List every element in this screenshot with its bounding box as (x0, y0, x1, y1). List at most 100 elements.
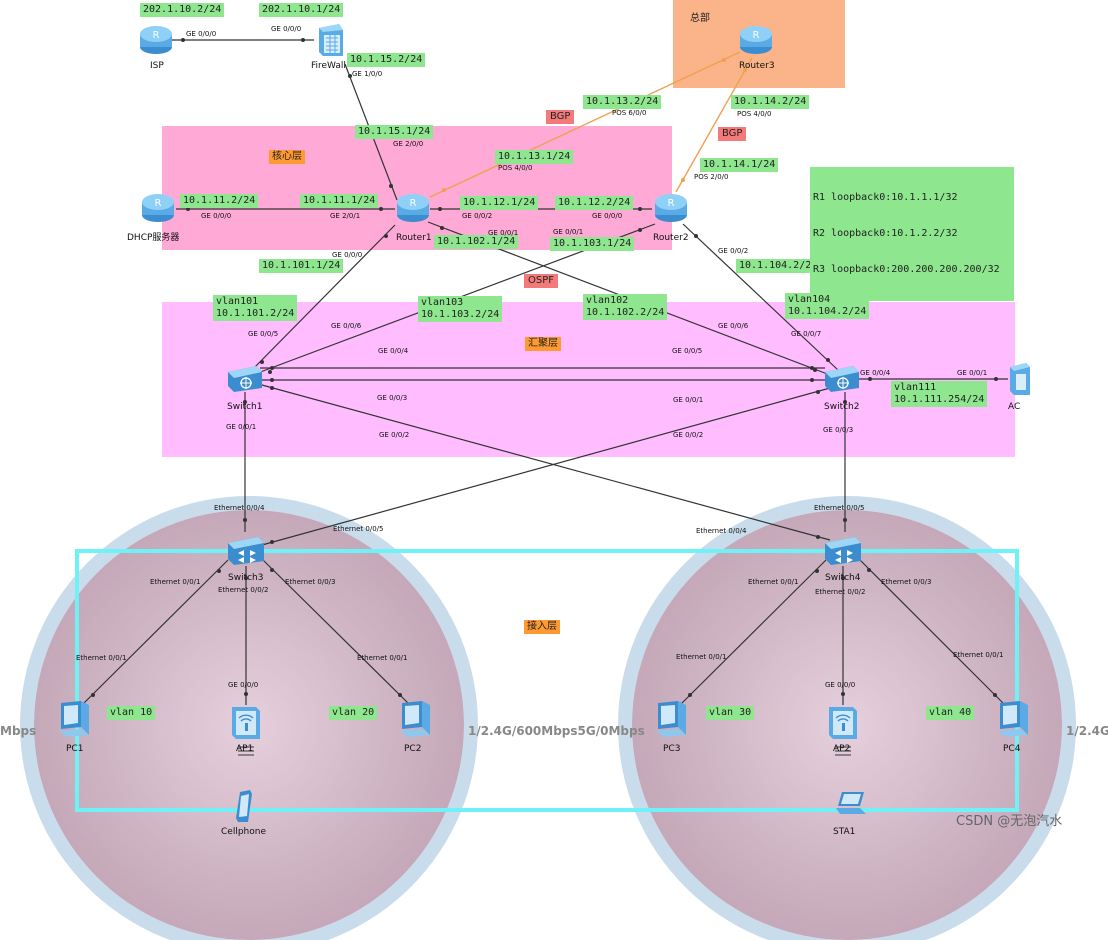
switch2-vlan104: vlan104 10.1.104.2/24 (785, 293, 870, 319)
router1-dhcp-ip: 10.1.11.1/24 (300, 194, 379, 208)
port-sw2-ge004: GE 0/0/4 (860, 369, 891, 377)
port-r1-pos400: POS 4/0/0 (498, 164, 533, 172)
cellphone-icon[interactable] (234, 790, 254, 824)
switch4-icon[interactable] (823, 533, 863, 567)
pc1-icon[interactable] (55, 699, 91, 739)
svg-text:R: R (153, 30, 160, 41)
link-router2-switch2 (682, 223, 839, 371)
port-r1-ge200: GE 2/0/0 (393, 140, 424, 148)
port-dhcp-ge000: GE 0/0/0 (201, 212, 232, 220)
switch1-icon[interactable] (226, 362, 264, 394)
ac-label: AC (1008, 402, 1021, 412)
loopback-r1: R1 loopback0:10.1.1.1/32 (813, 192, 958, 203)
port-r3-pos400: POS 4/0/0 (737, 110, 772, 118)
hq-zone-label: 总部 (690, 13, 710, 25)
port-fw-ge100: GE 1/0/0 (352, 70, 383, 78)
loopback-r2: R2 loopback0:10.1.2.2/32 (813, 228, 958, 239)
core-zone-label: 核心层 (269, 150, 305, 164)
port-sw2-ge003: GE 0/0/3 (823, 426, 854, 434)
port-ap2-ge: GE 0/0/0 (825, 681, 856, 689)
wireless-middle-text: 1/2.4G/600Mbps5G/0Mbps (468, 724, 645, 738)
port-r3-pos600: POS 6/0/0 (612, 109, 647, 117)
ap1-label: AP1 (236, 744, 254, 754)
port-sw4-eth004: Ethernet 0/0/4 (696, 527, 747, 535)
ap2-icon[interactable] (827, 705, 859, 759)
switch3-icon[interactable] (226, 533, 266, 567)
bgp-label-2: BGP (718, 127, 747, 141)
loopback-r3: R3 loopback0:200.200.200.200/32 (813, 264, 1000, 275)
sta-label: STA1 (833, 827, 856, 837)
router3-r1-ip: 10.1.13.2/24 (583, 95, 662, 109)
port-sw2-ge007: GE 0/0/7 (791, 330, 822, 338)
port-r2-pos200: POS 2/0/0 (694, 173, 729, 181)
pc2-label: PC2 (404, 744, 422, 754)
link-switch3-pc2 (262, 559, 411, 706)
link-router3-router1 (429, 51, 741, 198)
router3-label: Router3 (739, 61, 775, 71)
switch2-icon[interactable] (823, 362, 861, 394)
vlan10-tag: vlan 10 (107, 706, 156, 720)
switch2-vlan102: vlan102 10.1.102.2/24 (583, 294, 668, 320)
vlan30-tag: vlan 30 (706, 706, 755, 720)
vlan20-tag: vlan 20 (329, 706, 378, 720)
dhcp-ip: 10.1.11.2/24 (180, 194, 259, 208)
port-sw4-eth003: Ethernet 0/0/3 (881, 578, 932, 586)
router1-sw1-ip: 10.1.101.1/24 (259, 259, 344, 273)
port-pc1-eth: Ethernet 0/0/1 (76, 654, 127, 662)
port-isp-ge: GE 0/0/0 (186, 30, 217, 38)
switch1-vlan101: vlan101 10.1.101.2/24 (213, 295, 298, 321)
port-r1-ge001: GE 0/0/1 (488, 229, 519, 237)
router3-icon[interactable]: R (739, 22, 773, 56)
isp-label: ISP (150, 61, 164, 71)
access-zone-label: 接入层 (524, 620, 560, 634)
router2-label: Router2 (653, 233, 689, 243)
switch3-label: Switch3 (228, 573, 264, 583)
port-ac-ge001: GE 0/0/1 (957, 369, 988, 377)
link-router3-router2 (675, 57, 753, 193)
port-sw3-eth003: Ethernet 0/0/3 (285, 578, 336, 586)
port-pc2-eth: Ethernet 0/0/1 (357, 654, 408, 662)
firewall-icon[interactable] (315, 22, 345, 58)
router2-sw2-ip: 10.1.104.2/24 (736, 259, 821, 273)
pc2-icon[interactable] (396, 699, 432, 739)
port-sw2-ge002: GE 0/0/2 (673, 431, 704, 439)
port-sw1-ge004: GE 0/0/4 (378, 347, 409, 355)
svg-text:R: R (410, 198, 417, 209)
pc1-label: PC1 (66, 744, 84, 754)
port-sw1-ge005: GE 0/0/5 (248, 330, 279, 338)
wireless-right-text: 1/2.4G/ (1066, 724, 1108, 738)
pc3-icon[interactable] (652, 699, 688, 739)
isp-router-icon[interactable]: R (139, 22, 173, 56)
ospf-label: OSPF (524, 274, 559, 288)
switch4-label: Switch4 (825, 573, 861, 583)
port-ap1-ge: GE 0/0/0 (228, 681, 259, 689)
dhcp-server-icon[interactable]: R (141, 190, 175, 224)
port-r1-ge000: GE 0/0/0 (332, 251, 363, 259)
switch2-vlan111: vlan111 10.1.111.254/24 (891, 381, 988, 407)
router1-icon[interactable]: R (396, 190, 430, 224)
port-sw1-ge003: GE 0/0/3 (377, 394, 408, 402)
port-r1-ge201: GE 2/0/1 (330, 212, 361, 220)
firewall-label: FireWall (311, 61, 346, 71)
port-sw4-eth001: Ethernet 0/0/1 (748, 578, 799, 586)
ap1-icon[interactable] (230, 705, 262, 759)
pc4-icon[interactable] (994, 699, 1030, 739)
port-sw3-eth001: Ethernet 0/0/1 (150, 578, 201, 586)
port-sw1-ge006: GE 0/0/6 (331, 322, 362, 330)
router2-sw1-ip: 10.1.103.1/24 (550, 237, 635, 251)
ap2-label: AP2 (833, 744, 851, 754)
router2-icon[interactable]: R (654, 190, 688, 224)
switch2-label: Switch2 (824, 402, 860, 412)
laptop-icon[interactable] (834, 790, 868, 816)
link-router1-switch1 (249, 224, 396, 373)
link-switch2-switch3 (261, 387, 831, 546)
link-switch1-switch4 (261, 384, 831, 541)
link-switch4-pc4 (859, 559, 1006, 706)
vlan40-tag: vlan 40 (926, 706, 975, 720)
port-sw3-eth005: Ethernet 0/0/5 (333, 525, 384, 533)
router2-r1-ip: 10.1.12.2/24 (555, 196, 634, 210)
svg-text:R: R (155, 198, 162, 209)
loopback-info: R1 loopback0:10.1.1.1/32 R2 loopback0:10… (810, 167, 1014, 301)
router1-sw2-ip: 10.1.102.1/24 (434, 235, 519, 249)
ac-icon[interactable] (1006, 361, 1032, 397)
